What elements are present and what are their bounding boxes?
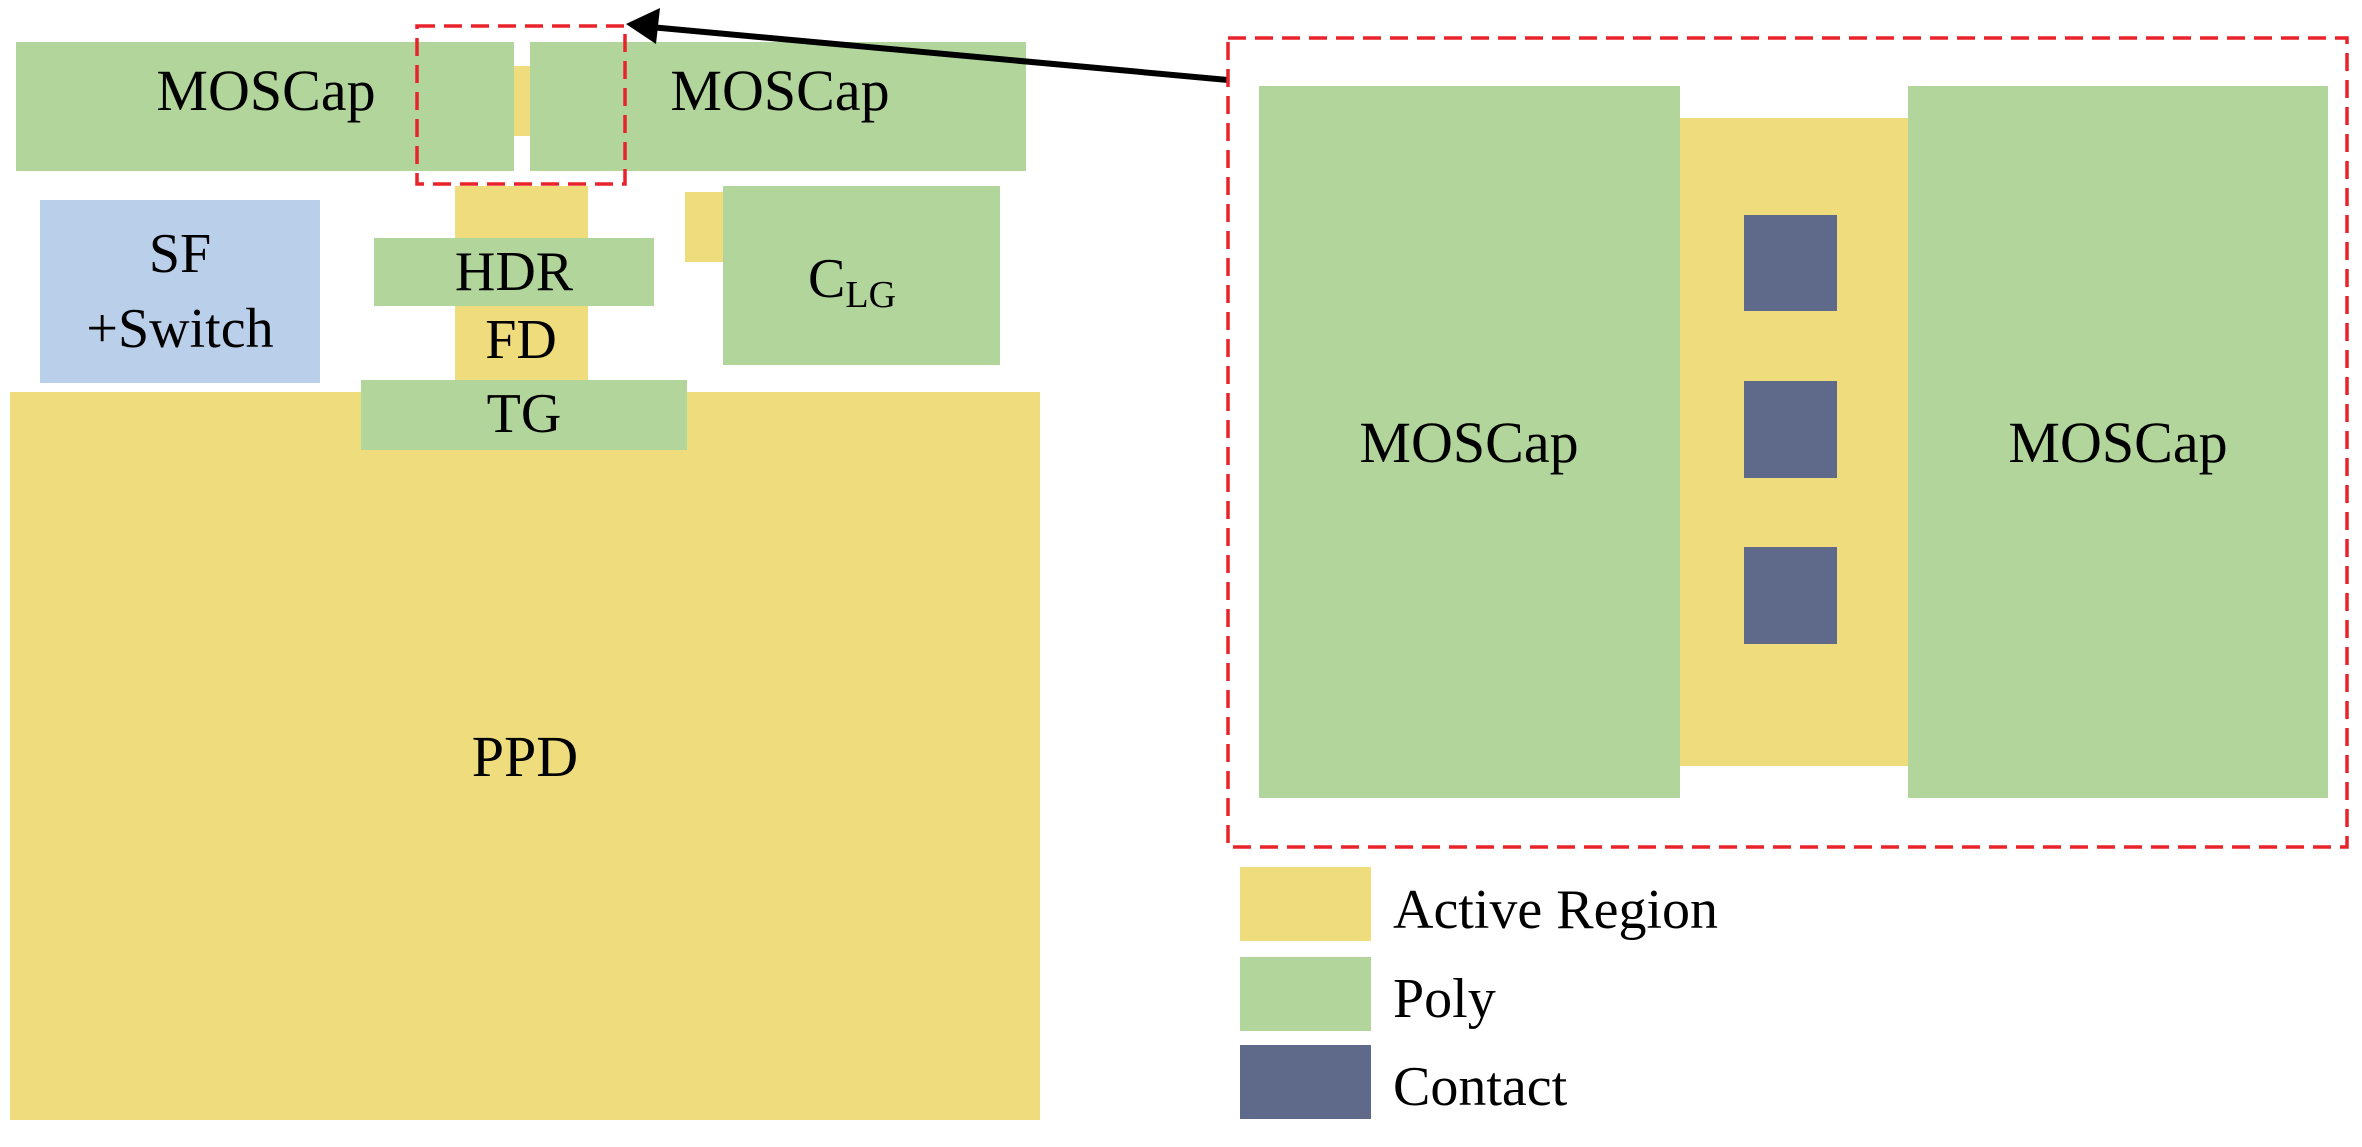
- zoom-arrow-line: [649, 24, 1229, 83]
- zoom-moscap-right-label: MOSCap: [2008, 410, 2227, 475]
- tg-gate-poly: [361, 380, 687, 450]
- tg-label: TG: [487, 383, 562, 445]
- zoom-moscap-left-poly: [1259, 86, 1680, 798]
- zoom-arrow-head: [626, 8, 660, 44]
- contact-3: [1744, 547, 1837, 644]
- clg-label-main: C: [808, 248, 845, 310]
- legend-label-poly: Poly: [1393, 968, 1496, 1030]
- moscap-left-poly: [16, 42, 514, 171]
- legend-swatch-poly: [1240, 957, 1371, 1031]
- zoom-view-box: [1226, 36, 2349, 849]
- moscap-gap-active: [512, 66, 532, 136]
- moscap-right-label: MOSCap: [670, 58, 889, 123]
- clg-active-stub: [685, 192, 723, 262]
- legend-swatch-active: [1240, 867, 1371, 941]
- contact-1: [1744, 215, 1837, 311]
- clg-label-sub: LG: [845, 274, 896, 316]
- contact-2: [1744, 381, 1837, 478]
- zoom-source-box: [415, 24, 627, 186]
- legend: Active Region Poly Contact: [1240, 867, 1718, 1119]
- clg-poly: [723, 186, 1000, 365]
- legend-swatch-contact: [1240, 1045, 1371, 1119]
- fd-label: FD: [485, 309, 557, 371]
- sf-switch-block: [40, 200, 320, 383]
- pixel-layout: MOSCap MOSCap SF +Switch HDR FD TG CLG P…: [10, 24, 1040, 1120]
- hdr-label: HDR: [455, 241, 574, 303]
- sf-label-line1: SF: [149, 223, 211, 285]
- zoom-moscap-right-poly: [1908, 86, 2328, 798]
- moscap-right-poly: [530, 42, 1026, 171]
- moscap-left-label: MOSCap: [156, 58, 375, 123]
- zoom-detail: MOSCap MOSCap: [1226, 36, 2349, 849]
- legend-label-contact: Contact: [1393, 1056, 1568, 1118]
- zoom-moscap-left-label: MOSCap: [1359, 410, 1578, 475]
- hdr-gate-poly: [374, 238, 654, 306]
- clg-label: CLG: [808, 248, 896, 316]
- zoom-arrow: [626, 8, 1229, 83]
- ppd-active-region: [10, 392, 1040, 1120]
- legend-label-active: Active Region: [1393, 879, 1718, 941]
- ppd-label: PPD: [472, 724, 578, 789]
- sf-label-line2: +Switch: [86, 298, 273, 360]
